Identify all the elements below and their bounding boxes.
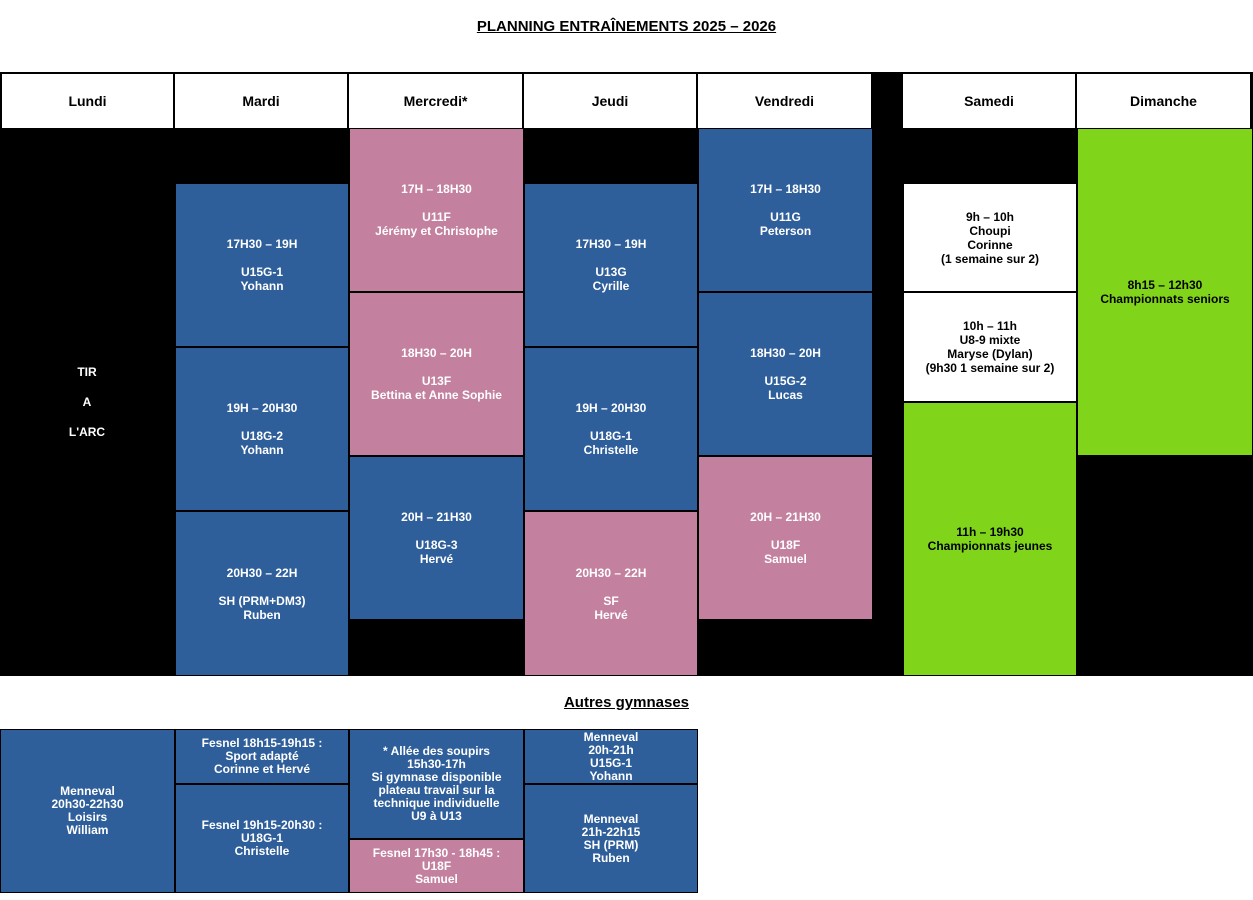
header-lundi: Lundi [2, 74, 173, 128]
session-group: U13G [595, 265, 627, 279]
session-group: U11G [770, 210, 801, 224]
dimanche-session: 8h15 – 12h30 Championnats seniors [1077, 128, 1253, 456]
header-samedi: Samedi [903, 74, 1075, 128]
other-gym-cell-4: * Allée des soupirs 15h30-17h Si gymnase… [349, 729, 524, 839]
session-time: 17H30 – 19H [575, 237, 647, 251]
jeudi-session-3: 20H30 – 22H SF Hervé [524, 511, 698, 676]
session-time: 19H – 20H30 [226, 401, 298, 415]
tir-line: A [82, 395, 92, 409]
session-coach: Christelle [583, 443, 639, 457]
header-mardi: Mardi [175, 74, 347, 128]
session-group: U18F [770, 538, 801, 552]
session-group: U15G-1 [240, 265, 284, 279]
mardi-session-3: 20H30 – 22H SH (PRM+DM3) Ruben [175, 511, 349, 676]
session-time: 17H – 18H30 [401, 182, 472, 196]
mardi-session-2: 19H – 20H30 U18G-2 Yohann [175, 347, 349, 511]
jeudi-session-1: 17H30 – 19H U13G Cyrille [524, 183, 698, 347]
other-gym-cell-2: Fesnel 18h15-19h15 : Sport adapté Corinn… [175, 729, 349, 784]
session-coach: Ruben [243, 607, 281, 622]
session-group: U18G-2 [240, 429, 284, 443]
session-coach: Hervé [594, 607, 628, 622]
schedule-grid: Lundi Mardi Mercredi* Jeudi Vendredi Sam… [0, 72, 1253, 676]
other-gym-cell-3: Fesnel 19h15-20h30 : U18G-1 Christelle [175, 784, 349, 893]
other-gym-cell-6: Menneval 20h-21h U15G-1 Yohann [524, 729, 698, 784]
tir-line: L'ARC [68, 425, 106, 439]
session-coach: Jérémy et Christophe [375, 224, 498, 238]
session-group: SH (PRM+DM3) [218, 593, 306, 608]
mardi-session-1: 17H30 – 19H U15G-1 Yohann [175, 183, 349, 347]
autres-gymnases-title: Autres gymnases [563, 694, 690, 711]
session-group: U11F [422, 210, 451, 224]
other-gym-cell-7: Menneval 21h-22h15 SH (PRM) Ruben [524, 784, 698, 893]
session-coach: Cyrille [592, 279, 630, 293]
session-group: U15G-2 [764, 374, 807, 388]
samedi-session-2: 10h – 11h U8-9 mixte Maryse (Dylan) (9h3… [903, 292, 1077, 402]
session-time: 18H30 – 20H [401, 346, 472, 360]
session-time: 17H30 – 19H [226, 237, 298, 251]
vendredi-session-2: 18H30 – 20H U15G-2 Lucas [698, 292, 873, 456]
header-jeudi: Jeudi [524, 74, 696, 128]
session-time: 20H30 – 22H [575, 565, 647, 580]
session-time: 17H – 18H30 [750, 182, 821, 196]
session-time: 20H – 21H30 [750, 510, 821, 524]
mercredi-session-3: 20H – 21H30 U18G-3 Hervé [349, 456, 524, 620]
session-coach: Lucas [768, 388, 803, 402]
mercredi-session-2: 18H30 – 20H U13F Bettina et Anne Sophie [349, 292, 524, 456]
session-time: 18H30 – 20H [750, 346, 821, 360]
session-time: 19H – 20H30 [575, 401, 647, 415]
session-coach: Hervé [419, 552, 454, 566]
session-time: 20H – 21H30 [401, 510, 472, 524]
samedi-session-1: 9h – 10h Choupi Corinne (1 semaine sur 2… [903, 183, 1077, 292]
session-time: 20H30 – 22H [226, 565, 298, 580]
session-group: U13F [421, 374, 452, 388]
lundi-tir-a-larc: TIR A L'ARC [0, 128, 174, 676]
other-gym-cell-1: Menneval 20h30-22h30 Loisirs William [0, 729, 175, 893]
header-vendredi: Vendredi [698, 74, 871, 128]
session-coach: Bettina et Anne Sophie [371, 388, 502, 402]
header-dimanche: Dimanche [1077, 74, 1250, 128]
vendredi-session-3: 20H – 21H30 U18F Samuel [698, 456, 873, 620]
samedi-session-3: 11h – 19h30 Championnats jeunes [903, 402, 1077, 676]
vendredi-session-1: 17H – 18H30 U11G Peterson [698, 128, 873, 292]
session-group: SF [603, 593, 619, 608]
session-group: U18G-3 [415, 538, 458, 552]
session-group: U18G-1 [589, 429, 633, 443]
tir-line: TIR [77, 365, 97, 379]
header-mercredi: Mercredi* [349, 74, 522, 128]
session-coach: Yohann [240, 443, 284, 457]
session-coach: Yohann [240, 279, 284, 293]
session-coach: Peterson [759, 224, 812, 238]
mercredi-session-1: 17H – 18H30 U11F Jérémy et Christophe [349, 128, 524, 292]
other-gym-cell-5: Fesnel 17h30 - 18h45 : U18F Samuel [349, 839, 524, 893]
jeudi-session-2: 19H – 20H30 U18G-1 Christelle [524, 347, 698, 511]
page-title: PLANNING ENTRAÎNEMENTS 2025 – 2026 [476, 18, 777, 35]
session-coach: Samuel [764, 552, 807, 566]
